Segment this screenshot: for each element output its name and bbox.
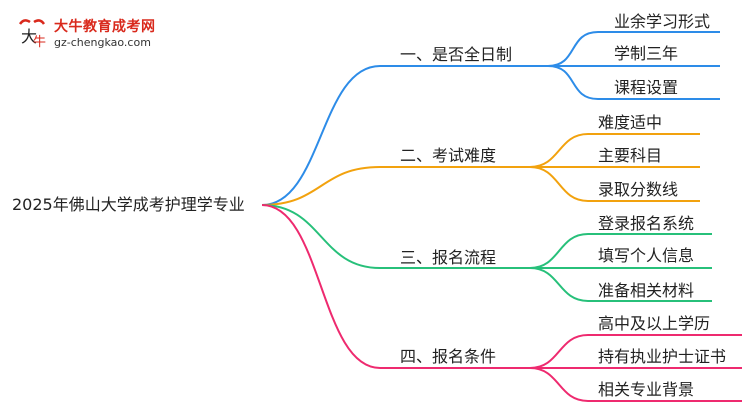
svg-text:牛: 牛 xyxy=(33,35,46,50)
connector-branch-1-leaf-1 xyxy=(547,31,720,67)
leaf-2-1[interactable]: 难度适中 xyxy=(598,113,663,132)
connector-branch-4-leaf-3 xyxy=(529,367,742,402)
leaf-4-1[interactable]: 高中及以上学历 xyxy=(598,314,711,333)
branch-label-3[interactable]: 三、报名流程 xyxy=(400,248,497,267)
site-logo[interactable]: 大 牛 大牛教育成考网 gz-chengkao.com xyxy=(14,14,184,54)
logo-url: gz-chengkao.com xyxy=(54,36,151,49)
branch-label-2[interactable]: 二、考试难度 xyxy=(400,146,497,165)
connector-branch-3-leaf-3 xyxy=(529,267,712,302)
leaf-2-2[interactable]: 主要科目 xyxy=(598,146,663,165)
leaf-3-2[interactable]: 填写个人信息 xyxy=(598,246,695,265)
svg-text:大: 大 xyxy=(21,27,37,46)
connector-root-branch-2 xyxy=(261,166,530,206)
leaf-3-1[interactable]: 登录报名系统 xyxy=(598,214,695,233)
connector-branch-3-leaf-1 xyxy=(529,233,712,269)
branch-label-1[interactable]: 一、是否全日制 xyxy=(400,45,513,64)
logo-name: 大牛教育成考网 xyxy=(54,19,156,35)
leaf-4-3[interactable]: 相关专业背景 xyxy=(598,380,695,399)
leaf-3-3[interactable]: 准备相关材料 xyxy=(598,281,695,300)
connector-branch-4-leaf-1 xyxy=(529,334,742,369)
leaf-1-2[interactable]: 学制三年 xyxy=(614,44,679,63)
leaf-1-1[interactable]: 业余学习形式 xyxy=(614,12,711,31)
root-topic[interactable]: 2025年佛山大学成考护理学专业 xyxy=(12,195,245,214)
leaf-2-3[interactable]: 录取分数线 xyxy=(598,180,679,199)
connector-root-branch-4 xyxy=(261,204,530,369)
logo-bull-icon: 大 牛 xyxy=(18,19,46,50)
connector-branch-2-leaf-1 xyxy=(529,133,700,168)
leaf-1-3[interactable]: 课程设置 xyxy=(614,78,679,97)
connector-branch-1-leaf-3 xyxy=(547,65,720,100)
connector-root-branch-1 xyxy=(261,65,548,206)
leaf-4-2[interactable]: 持有执业护士证书 xyxy=(598,347,727,366)
connector-root-branch-3 xyxy=(261,204,530,269)
connector-branch-2-leaf-3 xyxy=(529,166,700,202)
branch-label-4[interactable]: 四、报名条件 xyxy=(400,347,497,366)
